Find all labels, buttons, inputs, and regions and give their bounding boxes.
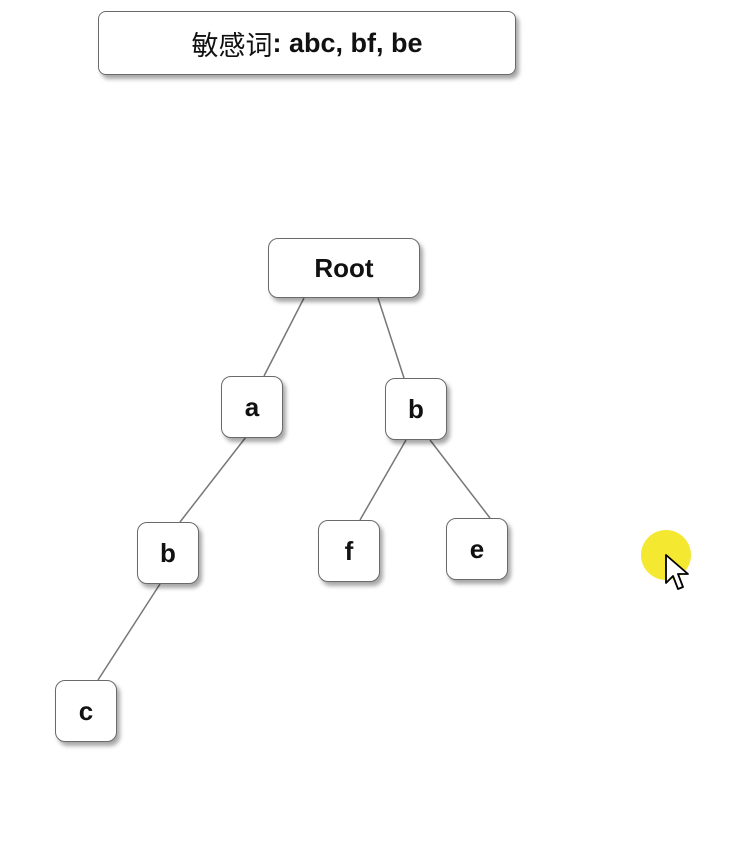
- cursor-highlight: [641, 530, 701, 596]
- node-b: b: [385, 378, 447, 440]
- mouse-pointer-icon: [665, 554, 689, 590]
- edge-root-b: [377, 297, 405, 379]
- banner-label-cjk: 敏感词: [191, 30, 273, 62]
- banner-label-words: : abc, bf, be: [272, 27, 423, 58]
- edge-root-a: [263, 297, 305, 377]
- edge-b-e: [429, 439, 491, 519]
- node-b-e: e: [446, 518, 508, 580]
- node-a: a: [221, 376, 283, 438]
- node-a-b: b: [137, 522, 199, 584]
- edge-a-b: [179, 436, 247, 523]
- node-b-f: f: [318, 520, 380, 582]
- edge-b-c: [97, 583, 161, 681]
- edge-b-f: [359, 439, 407, 521]
- title-banner: 敏感词: abc, bf, be: [98, 11, 516, 75]
- node-a-b-c: c: [55, 680, 117, 742]
- node-root: Root: [268, 238, 420, 298]
